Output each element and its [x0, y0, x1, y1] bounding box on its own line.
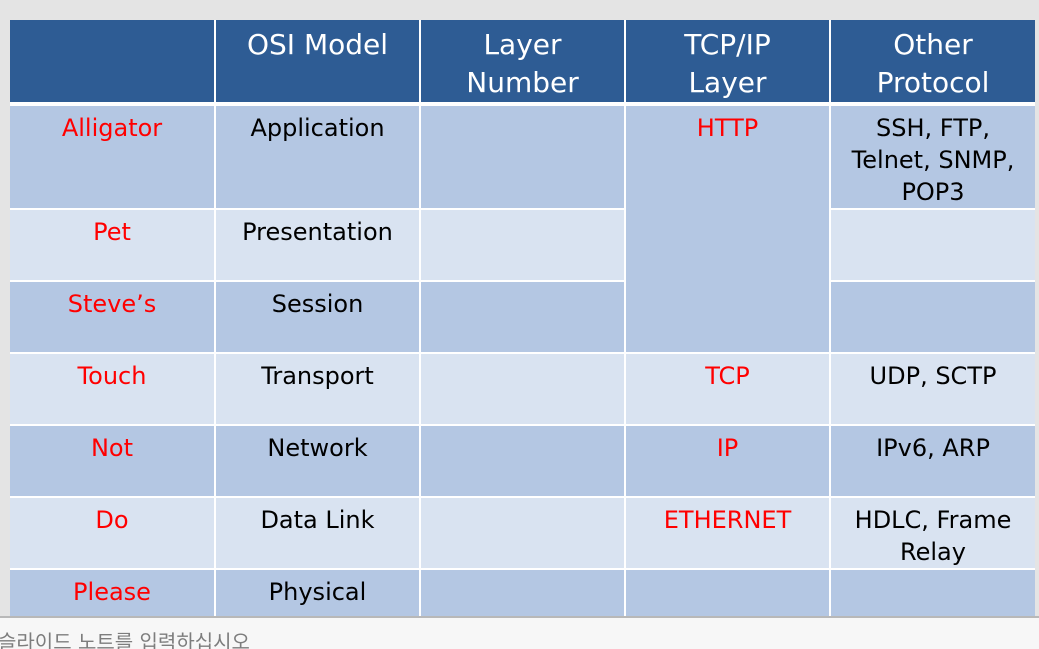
mnemonic-cell[interactable]: Steve’s: [10, 281, 216, 354]
table-row: Not Network IP IPv6, ARP: [10, 425, 1035, 498]
header-cell-layer-number[interactable]: Layer Number: [420, 20, 626, 106]
tcpip-layer-cell[interactable]: ETHERNET: [625, 497, 831, 570]
other-protocol-cell[interactable]: [830, 281, 1035, 354]
header-cell-other-protocol[interactable]: Other Protocol: [830, 20, 1035, 106]
osi-layer-cell[interactable]: Physical: [215, 569, 421, 616]
table-row: Touch Transport TCP UDP, SCTP: [10, 353, 1035, 426]
osi-layer-cell[interactable]: Network: [215, 425, 421, 498]
other-protocol-cell[interactable]: UDP, SCTP: [830, 353, 1035, 426]
slide-notes-pane[interactable]: 슬라이드 노트를 입력하십시오: [0, 616, 1039, 649]
notes-placeholder: 슬라이드 노트를 입력하십시오: [0, 630, 250, 649]
layer-number-cell[interactable]: [420, 425, 626, 498]
osi-layer-cell[interactable]: Data Link: [215, 497, 421, 570]
other-protocol-cell[interactable]: [830, 209, 1035, 282]
table-row: Pet Presentation: [10, 209, 1035, 282]
layer-number-cell[interactable]: [420, 104, 626, 210]
osi-layer-cell[interactable]: Session: [215, 281, 421, 354]
layer-number-cell[interactable]: [420, 281, 626, 354]
mnemonic-cell[interactable]: Not: [10, 425, 216, 498]
other-protocol-cell[interactable]: IPv6, ARP: [830, 425, 1035, 498]
header-cell-blank[interactable]: [10, 20, 216, 106]
other-protocol-cell[interactable]: HDLC, Frame Relay: [830, 497, 1035, 570]
osi-layer-cell[interactable]: Application: [215, 104, 421, 210]
other-protocol-cell[interactable]: SSH, FTP, Telnet, SNMP, POP3: [830, 104, 1035, 210]
layer-number-cell[interactable]: [420, 569, 626, 616]
other-protocol-cell[interactable]: [830, 569, 1035, 616]
header-cell-tcpip-layer[interactable]: TCP/IP Layer: [625, 20, 831, 106]
osi-layer-cell[interactable]: Presentation: [215, 209, 421, 282]
header-cell-osi-model[interactable]: OSI Model: [215, 20, 421, 106]
osi-layer-cell[interactable]: Transport: [215, 353, 421, 426]
tcpip-layer-cell[interactable]: TCP: [625, 353, 831, 426]
table-row: Alligator Application HTTP SSH, FTP, Tel…: [10, 104, 1035, 354]
layer-number-cell[interactable]: [420, 497, 626, 570]
tcpip-layer-cell[interactable]: HTTP: [625, 104, 831, 354]
table-header-row: OSI Model Layer Number TCP/IP Layer Othe…: [10, 20, 1035, 106]
table-row: Do Data Link ETHERNET HDLC, Frame Relay: [10, 497, 1035, 570]
tcpip-layer-cell[interactable]: [625, 569, 831, 616]
mnemonic-cell[interactable]: Do: [10, 497, 216, 570]
mnemonic-cell[interactable]: Touch: [10, 353, 216, 426]
mnemonic-cell[interactable]: Pet: [10, 209, 216, 282]
layer-number-cell[interactable]: [420, 353, 626, 426]
mnemonic-cell[interactable]: Please: [10, 569, 216, 616]
tcpip-layer-cell[interactable]: IP: [625, 425, 831, 498]
mnemonic-cell[interactable]: Alligator: [10, 104, 216, 210]
layer-number-cell[interactable]: [420, 209, 626, 282]
osi-model-table[interactable]: OSI Model Layer Number TCP/IP Layer Othe…: [10, 20, 1035, 616]
table-row: Please Physical: [10, 569, 1035, 616]
slide-canvas[interactable]: OSI Model Layer Number TCP/IP Layer Othe…: [0, 0, 1039, 616]
table-row: Steve’s Session: [10, 281, 1035, 354]
